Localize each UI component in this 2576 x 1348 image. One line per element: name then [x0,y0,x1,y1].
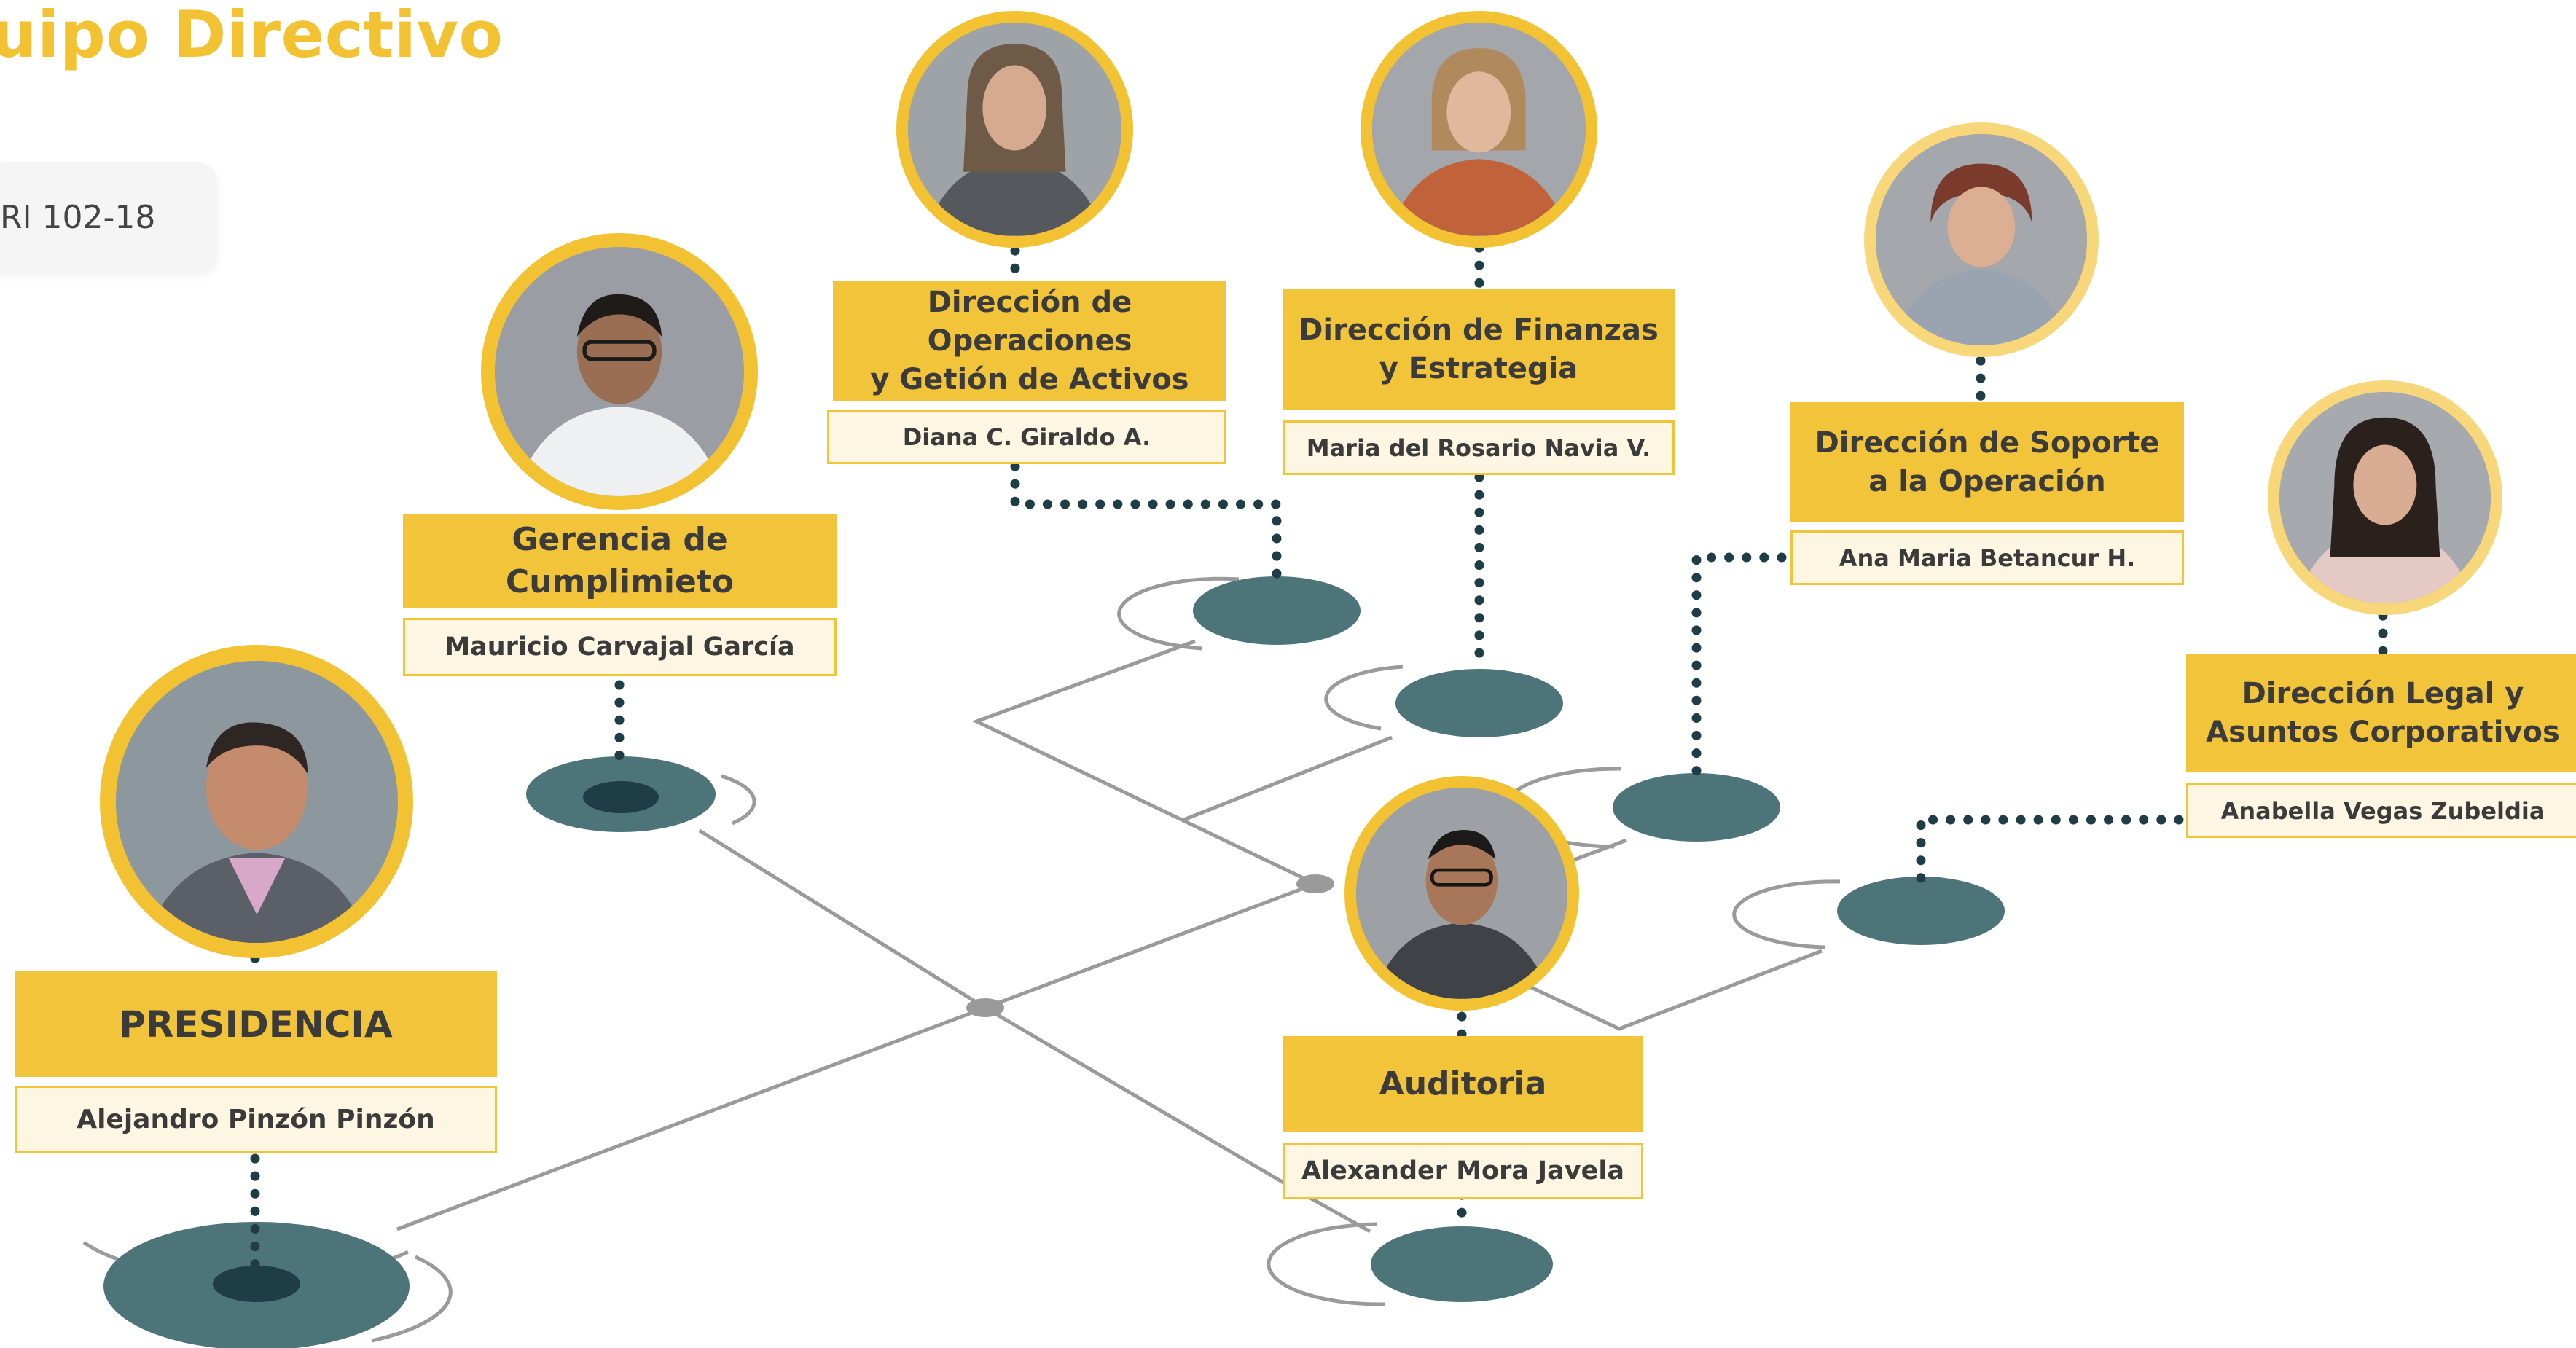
line-soporte [1573,838,1627,862]
node-cumplimiento-center [583,781,659,813]
role-line: a la Operación [1868,464,2106,498]
portrait-cumplimiento [495,247,744,496]
node-auditoria [1371,1226,1553,1302]
role-line: Dirección de Operaciones [927,286,1132,358]
photo-auditoria [1344,776,1579,1011]
photo-soporte [1864,122,2099,357]
name-box-soporte: Ana Maria Betancur H. [1790,530,2184,585]
photo-finanzas [1361,11,1597,248]
node-finanzas [1395,669,1563,737]
gri-reference-badge: RI 102-18 [0,162,217,272]
dots-operaciones-node [1010,461,1282,581]
role-box-cumplimiento: Gerencia de Cumplimieto [403,514,837,608]
photo-cumplimiento [481,233,758,510]
arc-auditoria [1267,1222,1385,1306]
role-line: Asuntos Corporativos [2206,716,2560,749]
portrait-presidencia [115,660,398,943]
arc-cumplimiento [721,774,756,826]
role-line: y Estrategia [1379,351,1578,385]
role-line: Dirección Legal y [2242,677,2524,711]
line-cumplimiento [698,828,987,1010]
role-line: Dirección de Finanzas [1299,313,1659,347]
photo-presidencia [100,645,413,958]
node-legal [1837,877,2005,945]
role-box-finanzas: Dirección de Finanzas y Estrategia [1283,289,1675,410]
role-box-legal: Dirección Legal y Asuntos Corporativos [2186,654,2576,772]
portrait-auditoria [1356,788,1567,999]
portrait-operaciones [908,23,1121,236]
role-box-soporte: Dirección de Soporte a la Operación [1790,402,2184,522]
arc-operaciones [1117,576,1240,651]
name-box-presidencia: Alejandro Pinzón Pinzón [15,1086,497,1153]
hub-right [1296,874,1334,893]
line-legal [1514,949,1823,1031]
name-box-cumplimiento: Mauricio Carvajal García [403,618,837,676]
line-operaciones [971,639,1317,886]
role-line: y Getión de Activos [870,362,1189,396]
name-box-finanzas: Maria del Rosario Navia V. [1283,420,1675,475]
line-trunk [396,1006,986,1231]
node-presidencia-center [213,1266,300,1302]
portrait-legal [2279,392,2491,603]
role-line: Dirección de Soporte [1814,426,2160,460]
name-box-legal: Anabella Vegas Zubeldia [2186,783,2576,838]
arc-presidencia-bottom [371,1255,453,1343]
role-box-auditoria: Auditoria [1283,1036,1643,1132]
name-box-operaciones: Diana C. Giraldo A. [827,410,1226,464]
role-box-presidencia: PRESIDENCIA [15,971,497,1077]
page-title: uipo Directivo [0,0,504,72]
gri-reference-label: RI 102-18 [0,199,156,236]
portrait-soporte [1876,134,2087,345]
node-soporte [1613,773,1780,842]
dots-legal-node [1916,815,2184,883]
photo-operaciones [896,11,1133,248]
node-operaciones [1193,576,1361,645]
arc-legal [1732,879,1841,949]
line-finanzas [1181,735,1393,823]
photo-legal [2268,380,2502,615]
hub-left [966,998,1004,1017]
dots-soporte-node [1691,552,1787,777]
line-hub-link [984,882,1316,1010]
arc-finanzas [1324,665,1404,731]
role-box-operaciones: Dirección de Operaciones y Getión de Act… [833,281,1226,401]
portrait-finanzas [1372,23,1586,236]
name-box-auditoria: Alexander Mora Javela [1283,1143,1643,1199]
